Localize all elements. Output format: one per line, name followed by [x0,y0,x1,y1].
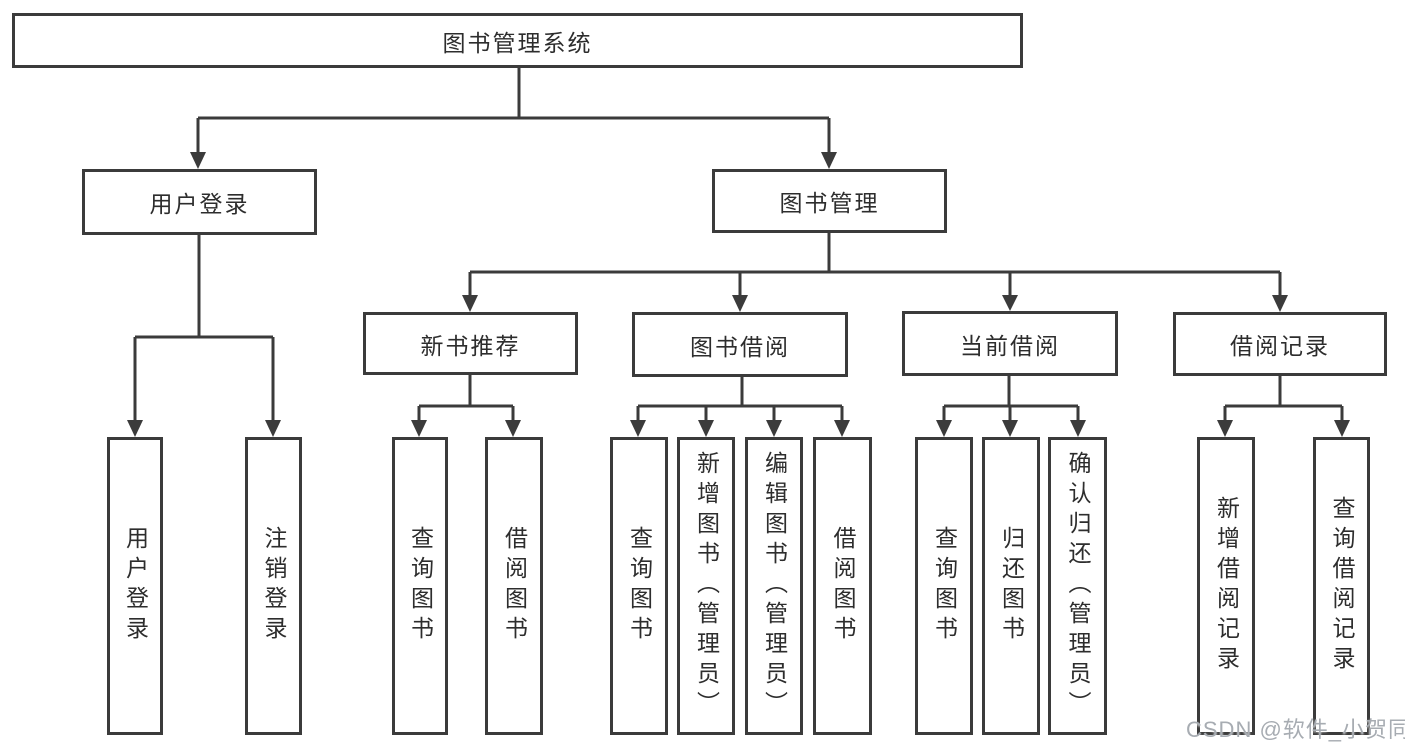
leaf-borrow-books: 借阅图书 [813,437,872,735]
leaf-label: 查询图书 [931,526,958,646]
node-borrowing-records: 借阅记录 [1173,312,1387,376]
connector-user-login [127,235,281,437]
node-label: 当前借阅 [960,332,1060,359]
leaf-query-books-borrow: 查询图书 [610,437,668,735]
node-book-management: 图书管理 [712,169,947,233]
leaf-label: 编辑图书（管理员） [761,451,788,721]
connector-book-borrowing [630,377,850,437]
node-library-system: 图书管理系统 [12,13,1023,68]
connector-current-borrowing [936,376,1086,437]
leaf-label: 确认归还（管理员） [1065,451,1091,721]
node-label: 用户登录 [149,191,250,217]
leaf-edit-book-admin: 编辑图书（管理员） [745,437,803,735]
connector-root [190,68,837,169]
node-current-borrowing: 当前借阅 [902,311,1118,376]
node-label: 新书推荐 [420,332,521,359]
leaf-return-books: 归还图书 [982,437,1040,735]
connector-borrowing-records [1217,376,1350,437]
node-label: 图书管理 [779,190,880,216]
leaf-logout: 注销登录 [245,437,302,735]
leaf-label: 用户登录 [122,526,149,646]
connector-book-management [462,233,1288,312]
leaf-label: 新增图书（管理员） [693,451,720,721]
leaf-label: 查询借阅记录 [1329,496,1355,676]
leaf-label: 新增借阅记录 [1213,496,1240,676]
node-label: 图书管理系统 [442,29,593,56]
leaf-add-borrow-record: 新增借阅记录 [1197,437,1255,735]
leaf-confirm-return-admin: 确认归还（管理员） [1048,437,1107,735]
node-new-book-recommend: 新书推荐 [363,312,578,375]
leaf-query-books-recommend: 查询图书 [392,437,448,735]
leaf-add-book-admin: 新增图书（管理员） [677,437,735,735]
leaf-label: 查询图书 [626,526,653,646]
node-book-borrowing: 图书借阅 [632,312,848,377]
leaf-borrow-books-recommend: 借阅图书 [485,437,543,735]
node-label: 图书借阅 [690,333,790,360]
leaf-label: 查询图书 [407,526,434,646]
leaf-label: 归还图书 [998,526,1025,646]
leaf-query-borrow-record: 查询借阅记录 [1313,437,1370,735]
leaf-user-login: 用户登录 [107,437,163,735]
leaf-label: 借阅图书 [501,526,528,646]
node-label: 借阅记录 [1230,333,1330,359]
leaf-label: 注销登录 [261,526,287,646]
node-user-login: 用户登录 [82,169,317,235]
watermark: CSDN @软件_小贺同学 [1186,717,1405,742]
leaf-label: 借阅图书 [830,526,856,646]
leaf-query-books-current: 查询图书 [915,437,973,735]
connector-new-book-recommend [411,373,521,437]
